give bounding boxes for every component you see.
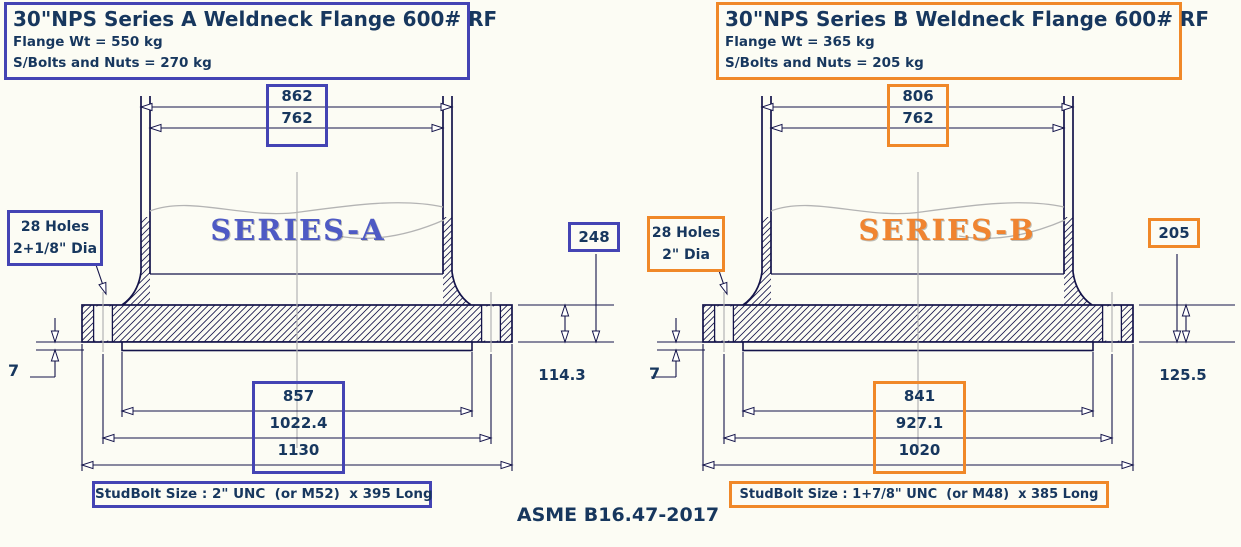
- series-b-panel: 30"NPS Series B Weldneck Flange 600# RF …: [621, 0, 1241, 547]
- series-b-dim-flange-od: 1020: [898, 441, 941, 459]
- series-b-title: 30"NPS Series B Weldneck Flange 600# RF: [725, 7, 1209, 31]
- series-a-bolts-weight: S/Bolts and Nuts = 270 kg: [13, 55, 212, 71]
- series-b-dim-rf-height: 7: [649, 364, 661, 383]
- series-a-title: 30"NPS Series A Weldneck Flange 600# RF: [13, 7, 498, 31]
- series-b-bottom-dimension-box: 841 927.1 1020: [873, 381, 966, 474]
- series-b-holes-diameter: 2" Dia: [662, 247, 710, 263]
- series-b-title-box: 30"NPS Series B Weldneck Flange 600# RF …: [716, 2, 1209, 80]
- series-a-watermark: SERIES-A: [210, 213, 386, 247]
- series-a-dim-length: 248: [568, 222, 620, 252]
- series-b-holes-count: 28 Holes: [651, 225, 721, 241]
- series-a-bottom-dimension-box: 857 1022.4 1130: [252, 381, 345, 474]
- series-b-flange-weight: Flange Wt = 365 kg: [725, 34, 875, 50]
- series-b-dim-thickness: 125.5: [1159, 366, 1207, 384]
- series-a-top-dimension-box: 862 762: [266, 84, 328, 147]
- series-a-dim-bolt-circle: 1022.4: [269, 414, 328, 432]
- series-b-top-dimension-box: 806 762: [887, 84, 949, 147]
- series-b-flange-drawing: [651, 96, 1235, 471]
- series-a-studbolt-spec: StudBolt Size : 2" UNC (or M52) x 395 Lo…: [92, 481, 433, 508]
- series-a-holes-diameter: 2+1/8" Dia: [12, 241, 98, 257]
- series-b-dim-pipe-od: 762: [902, 109, 934, 127]
- series-b-dim-rf-dia: 841: [903, 387, 936, 405]
- series-a-flange-drawing: [30, 96, 614, 471]
- series-b-bolts-weight: S/Bolts and Nuts = 205 kg: [725, 55, 924, 71]
- series-b-watermark: SERIES-B: [858, 213, 1036, 247]
- series-a-dim-flange-od: 1130: [277, 441, 320, 459]
- series-a-dim-rf-height: 7: [8, 361, 20, 380]
- series-a-holes-count: 28 Holes: [20, 219, 90, 235]
- series-a-dim-pipe-od: 762: [281, 109, 313, 127]
- series-a-flange-weight: Flange Wt = 550 kg: [13, 34, 163, 50]
- series-b-studbolt-spec: StudBolt Size : 1+7/8" UNC (or M48) x 38…: [729, 481, 1109, 508]
- series-b-dim-hub-od: 806: [902, 87, 934, 105]
- series-a-dim-rf-dia: 857: [282, 387, 315, 405]
- series-b-holes-callout: 28 Holes 2" Dia: [647, 216, 725, 272]
- series-b-dim-bolt-circle: 927.1: [895, 414, 944, 432]
- series-b-dim-length: 205: [1148, 218, 1200, 248]
- series-a-title-box: 30"NPS Series A Weldneck Flange 600# RF …: [4, 2, 498, 80]
- standard-reference: ASME B16.47-2017: [516, 504, 720, 526]
- series-a-dim-hub-od: 862: [281, 87, 313, 105]
- series-a-dim-thickness: 114.3: [538, 366, 586, 384]
- series-a-panel: 30"NPS Series A Weldneck Flange 600# RF …: [0, 0, 620, 547]
- series-a-holes-callout: 28 Holes 2+1/8" Dia: [7, 210, 103, 266]
